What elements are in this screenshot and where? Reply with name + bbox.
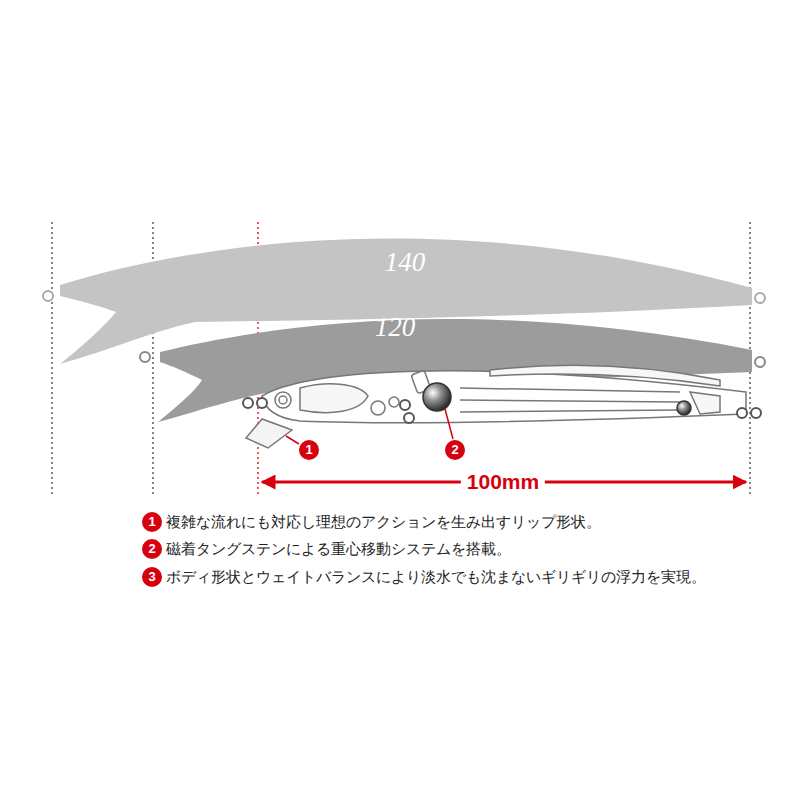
size-label: 120 [375,313,416,343]
line-eyes [243,398,761,423]
feature-note: 磁着タングステンによる重心移動システムを搭載。 [166,541,511,558]
callout-number: 2 [445,440,465,460]
callout-number: 1 [299,440,319,460]
dimension-label: 100mm [461,470,545,493]
callout-number: 3 [142,567,162,587]
feature-note: ボディ形状とウェイトバランスにより淡水でも沈まないギリギリの浮力を実現。 [166,569,706,586]
lure-120 [140,319,765,422]
callout-number: 1 [142,512,162,532]
feature-note: 複雑な流れにも対応し理想のアクションを生み出すリップ形状。 [166,514,601,531]
lure-100 [246,365,746,448]
leader-lines [286,409,453,444]
callout-number: 2 [142,539,162,559]
size-label: 140 [385,248,426,278]
